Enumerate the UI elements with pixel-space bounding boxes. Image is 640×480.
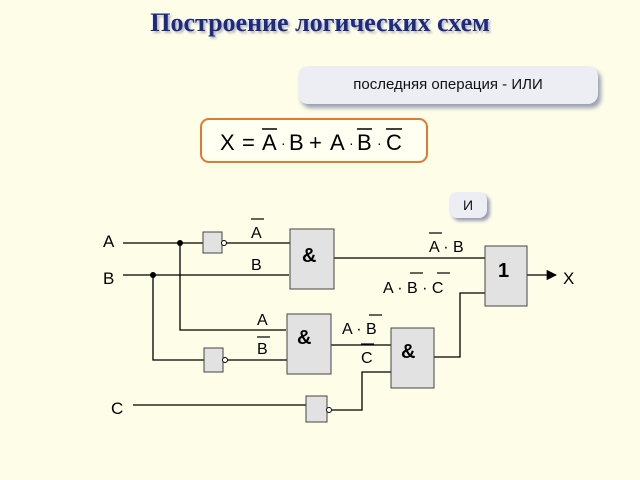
- and-gate-symbol: &: [297, 327, 311, 349]
- or-input1-label: A · B: [429, 239, 464, 256]
- not-gate-c: [305, 395, 332, 423]
- input-b-label: B: [103, 269, 114, 288]
- formula-plus: +: [309, 130, 322, 155]
- and-gate-2: &: [286, 313, 332, 375]
- not-gate-b: [203, 347, 228, 373]
- formula-dot: ·: [377, 135, 382, 151]
- formula-equals: =: [242, 130, 255, 155]
- formula-term2-b: B: [357, 130, 372, 155]
- and-gate-3: &: [390, 327, 435, 389]
- and-gate-callout: И: [449, 192, 487, 218]
- gate2-input-a-label: A: [257, 312, 268, 329]
- last-operation-callout: последняя операция - ИЛИ: [298, 66, 598, 104]
- and-gate-symbol: &: [302, 245, 316, 267]
- gate3-input-c-label: C: [361, 350, 373, 367]
- not-gate-a: [202, 231, 227, 254]
- junction-dot: [150, 272, 156, 278]
- gate1-input-b-label: B: [251, 257, 262, 274]
- gate2-input-b-label: B: [257, 341, 268, 358]
- input-a-label: A: [103, 232, 115, 251]
- formula-lhs: X: [220, 130, 235, 155]
- gate3-input-ab-label: A · B: [342, 321, 377, 338]
- gate1-input-a-label: A: [251, 225, 262, 242]
- formula-term2-a: A: [330, 130, 345, 155]
- and-gate-symbol: &: [401, 341, 415, 363]
- output-x-label: X: [563, 269, 574, 288]
- or-gate-symbol: 1: [498, 260, 509, 282]
- formula-dot: ·: [281, 135, 286, 151]
- formula-term2-c: C: [386, 130, 402, 155]
- formula-dot: ·: [349, 135, 354, 151]
- junction-dot: [177, 240, 183, 246]
- or-input2-label: A · B · C: [383, 280, 443, 297]
- and-gate-1: &: [289, 228, 335, 290]
- wires: [123, 242, 485, 411]
- formula-term1-a: A: [262, 130, 277, 155]
- formula-box: [200, 118, 428, 163]
- formula: X = A · B + A · B · C: [220, 128, 402, 155]
- input-c-label: C: [111, 399, 123, 418]
- or-gate: 1: [484, 245, 528, 307]
- formula-term1-b: B: [289, 130, 304, 155]
- page-title: Построение логических схем: [150, 8, 490, 37]
